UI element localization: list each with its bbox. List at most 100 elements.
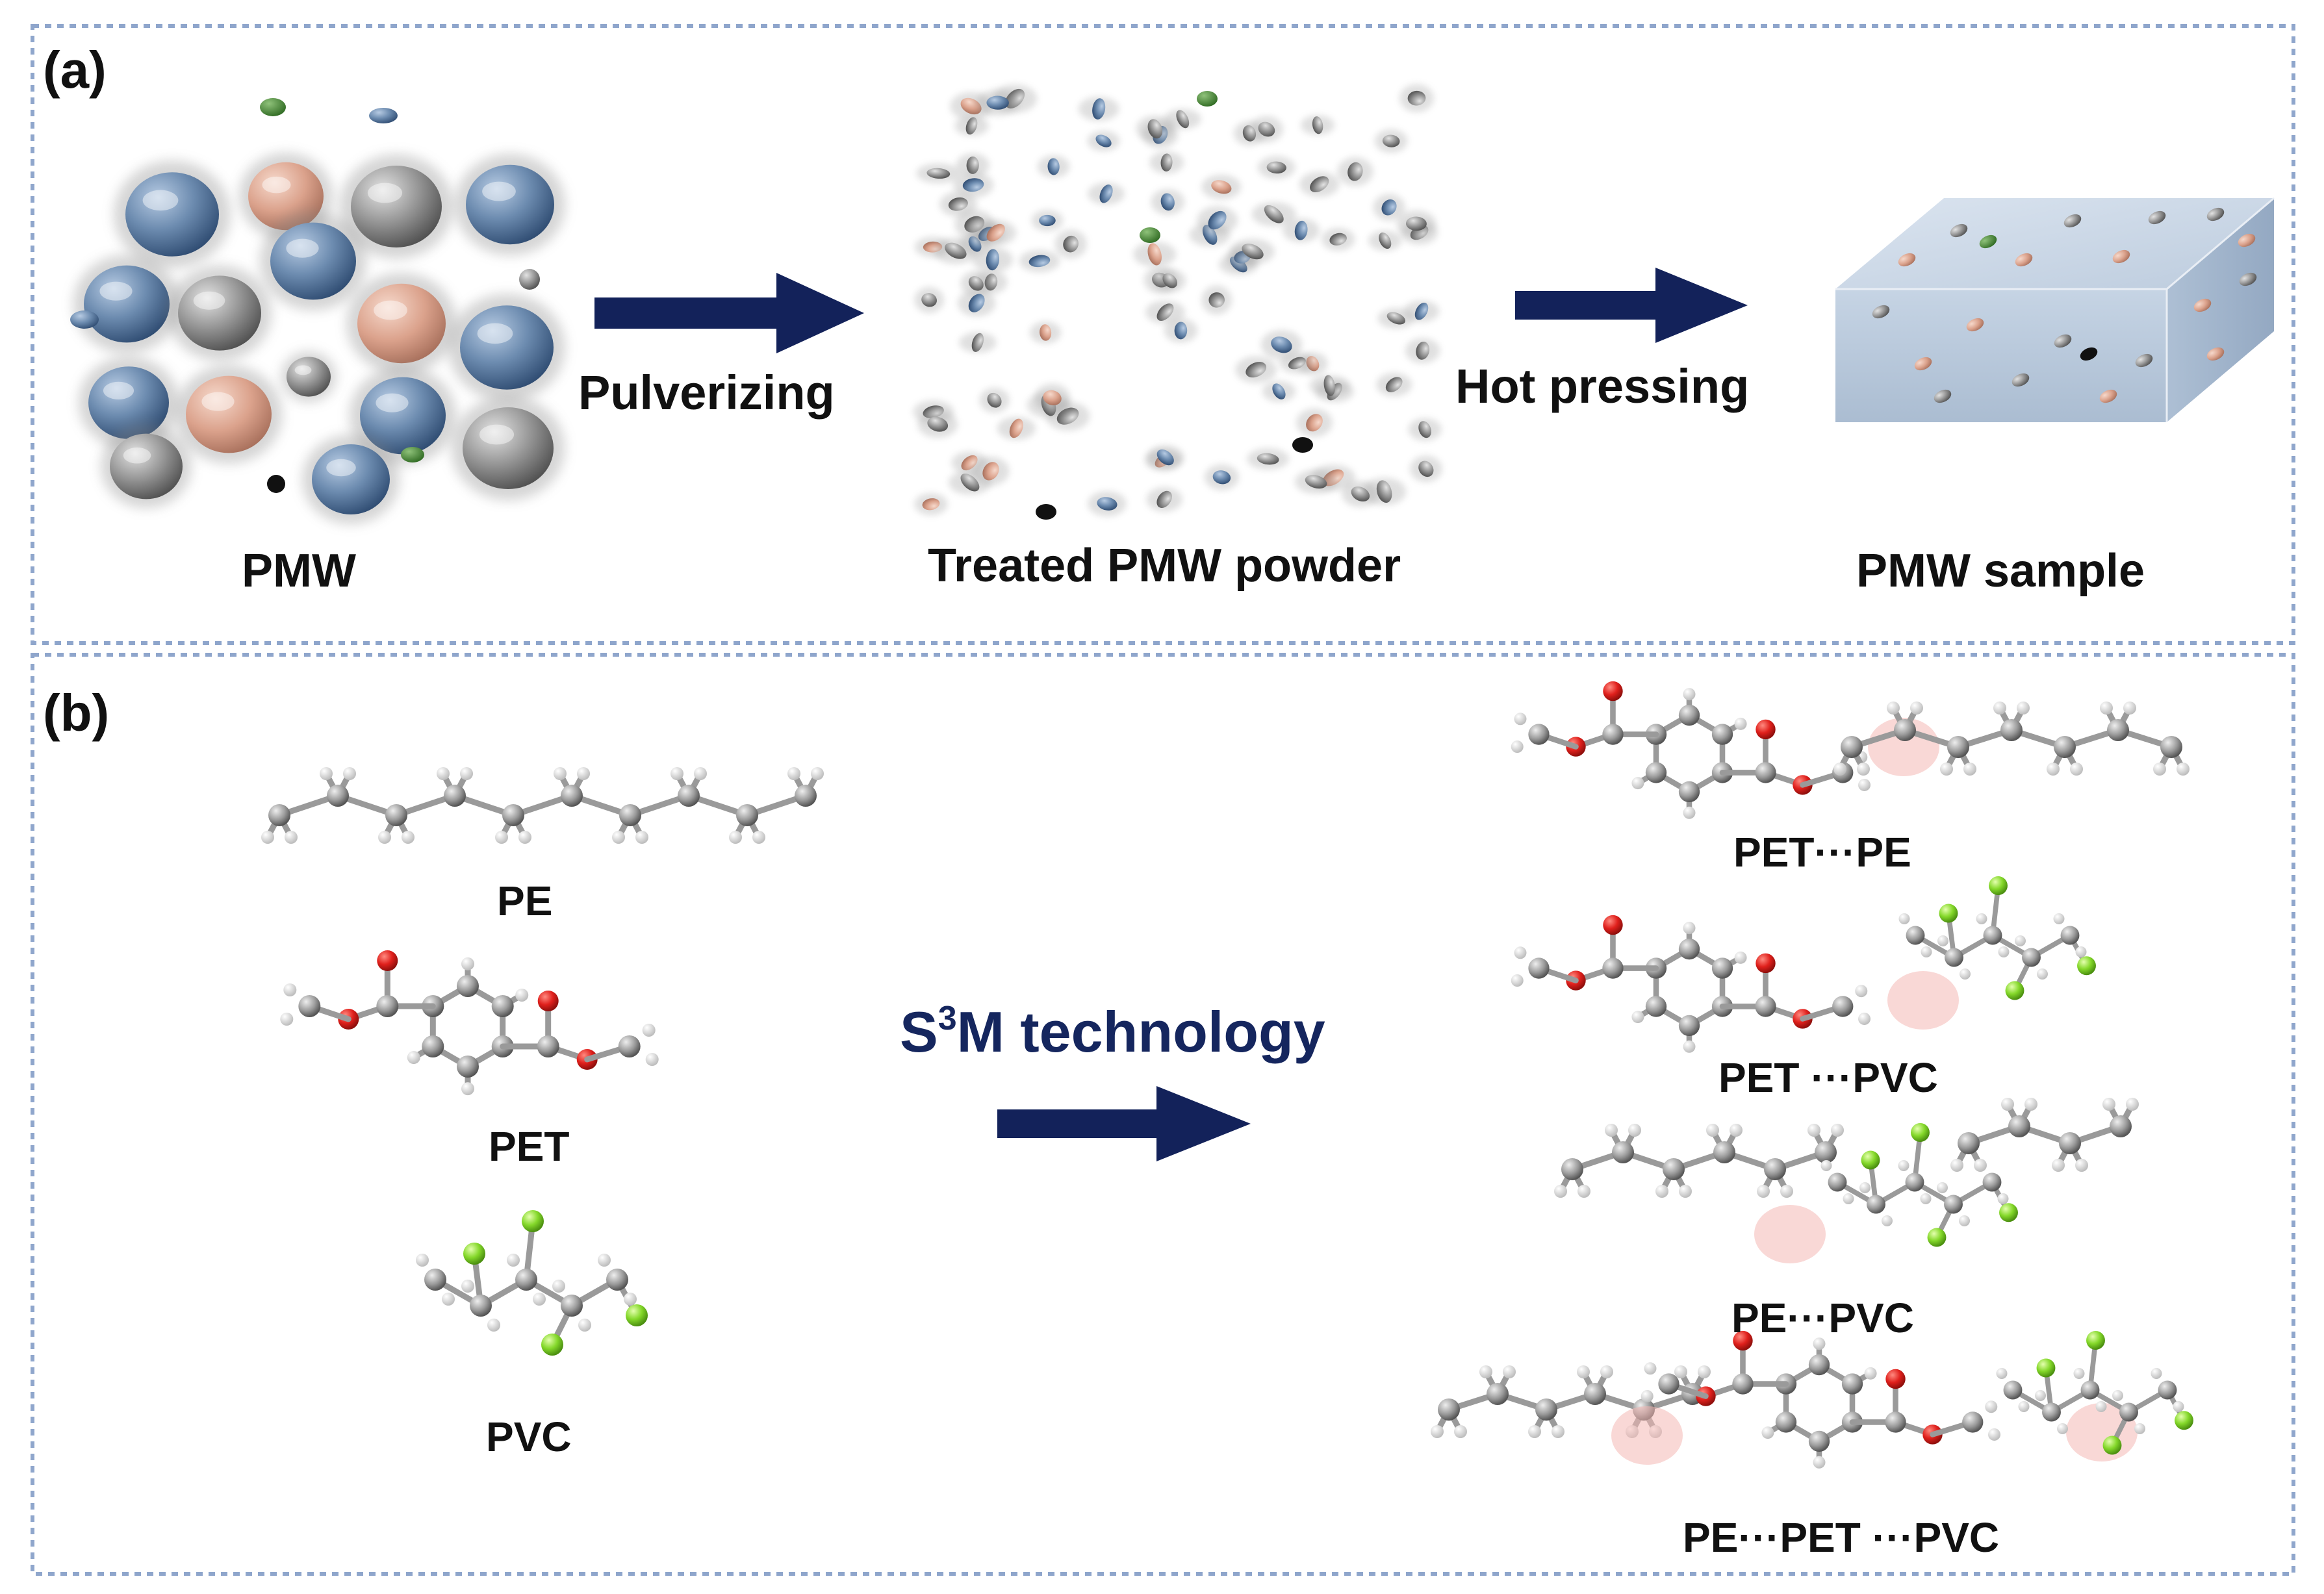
s3m-superscript: 3 bbox=[938, 1000, 957, 1037]
atom-c bbox=[795, 785, 817, 807]
atom-c bbox=[1841, 736, 1863, 758]
powder-grain bbox=[1140, 227, 1160, 243]
atom-cl bbox=[2005, 981, 2024, 1000]
molecule-models bbox=[261, 681, 2193, 1469]
atom-h bbox=[283, 983, 297, 996]
powder-grain bbox=[1288, 357, 1306, 370]
powder-grain bbox=[960, 474, 980, 492]
atom-h bbox=[487, 1319, 500, 1332]
powder-grain bbox=[1418, 421, 1431, 438]
atom-h bbox=[461, 1280, 474, 1293]
atom-c bbox=[1645, 996, 1667, 1017]
sample-particle bbox=[2239, 272, 2257, 286]
atom-cl bbox=[522, 1210, 544, 1232]
atom-h bbox=[1757, 1185, 1770, 1198]
powder-grain bbox=[1386, 312, 1406, 325]
atom-o bbox=[1885, 1369, 1906, 1389]
atom-c bbox=[736, 804, 758, 826]
powder-grain bbox=[1266, 161, 1286, 174]
atom-cl bbox=[2036, 1358, 2056, 1378]
atom-h bbox=[1858, 1012, 1871, 1025]
powder-grain bbox=[1347, 162, 1363, 181]
pe-pet-pvc-caption: PE···PET ···PVC bbox=[1683, 1514, 2000, 1561]
sample-block-top bbox=[1835, 198, 2274, 289]
atom-h bbox=[2053, 913, 2065, 924]
atom-h bbox=[442, 1293, 455, 1306]
panel-b-label: (b) bbox=[43, 684, 110, 742]
atom-cl bbox=[1927, 1228, 1947, 1247]
atom-h bbox=[1679, 1185, 1692, 1198]
atom-h bbox=[1898, 913, 1910, 924]
atom-h bbox=[2070, 763, 2083, 776]
powder-grain bbox=[1036, 504, 1056, 520]
atom-h bbox=[1959, 1215, 1970, 1226]
pet-pe-caption: PET···PE bbox=[1733, 829, 1911, 876]
powder-grain bbox=[1176, 110, 1190, 129]
pmw-particle bbox=[466, 164, 554, 245]
pmw-particle bbox=[351, 166, 442, 247]
atom-c bbox=[1602, 957, 1624, 979]
pmw-particle bbox=[360, 377, 446, 455]
atom-c bbox=[2059, 1132, 2081, 1154]
atom-h bbox=[1858, 778, 1871, 791]
atom-h bbox=[1514, 713, 1527, 726]
atom-h bbox=[1628, 1124, 1641, 1137]
atom-cl bbox=[1911, 1123, 1930, 1142]
atom-h bbox=[1974, 1159, 1987, 1172]
atom-h bbox=[507, 1254, 520, 1267]
atom-c bbox=[385, 804, 407, 826]
atom-c bbox=[1658, 1373, 1679, 1395]
atom-cl bbox=[1939, 904, 1958, 923]
atom-c bbox=[561, 1295, 583, 1317]
sample-particle bbox=[2148, 210, 2166, 225]
atom-c bbox=[444, 785, 466, 807]
sample-particle bbox=[1950, 223, 1968, 238]
atom-c bbox=[2119, 1402, 2138, 1422]
atom-h bbox=[577, 767, 590, 780]
pet-molecule bbox=[1511, 915, 1871, 1053]
atom-c bbox=[1983, 926, 2002, 945]
atom-c bbox=[424, 1269, 446, 1291]
powder-grain bbox=[1376, 480, 1392, 503]
atom-h bbox=[1976, 913, 1987, 924]
powder-grain bbox=[1381, 199, 1397, 216]
atom-h bbox=[407, 1051, 420, 1065]
atom-c bbox=[1711, 724, 1733, 745]
pmw-sample-caption: PMW sample bbox=[1856, 545, 2145, 597]
atom-h bbox=[552, 1280, 565, 1293]
atom-h bbox=[811, 767, 824, 780]
atom-h bbox=[1859, 1182, 1871, 1193]
atom-h bbox=[2057, 1423, 2068, 1434]
s3m-technology-label: S3M technology bbox=[900, 999, 1325, 1065]
atom-c bbox=[1775, 1411, 1797, 1433]
atom-h bbox=[1813, 1456, 1826, 1469]
atom-h bbox=[2035, 1390, 2046, 1401]
atom-c bbox=[2060, 926, 2080, 945]
atom-h bbox=[1843, 1193, 1854, 1204]
atom-c bbox=[457, 975, 479, 997]
powder-grain bbox=[1312, 116, 1323, 134]
pulverizing-arrow bbox=[594, 273, 864, 353]
powder-grain bbox=[1043, 390, 1062, 405]
atom-h bbox=[1920, 1193, 1932, 1204]
sample-particle bbox=[2193, 298, 2212, 312]
powder-grain bbox=[1294, 220, 1308, 240]
atom-h bbox=[285, 831, 298, 844]
atom-c bbox=[422, 1035, 444, 1057]
panel-b-frame bbox=[31, 653, 2295, 1576]
powder-grain bbox=[1211, 180, 1232, 194]
atom-h bbox=[1807, 1124, 1820, 1137]
atom-c bbox=[491, 995, 514, 1017]
pmw-particle bbox=[312, 444, 390, 514]
pmw-particle bbox=[463, 407, 554, 489]
powder-grain bbox=[962, 178, 984, 192]
atom-h bbox=[1511, 974, 1524, 987]
atom-c bbox=[1808, 1354, 1830, 1376]
pmw-small-particle bbox=[369, 108, 398, 123]
powder-grain bbox=[1099, 184, 1113, 203]
pet-molecule bbox=[280, 950, 659, 1096]
atom-o bbox=[1603, 915, 1623, 935]
atom-h bbox=[280, 1013, 294, 1026]
atom-h bbox=[2153, 763, 2166, 776]
